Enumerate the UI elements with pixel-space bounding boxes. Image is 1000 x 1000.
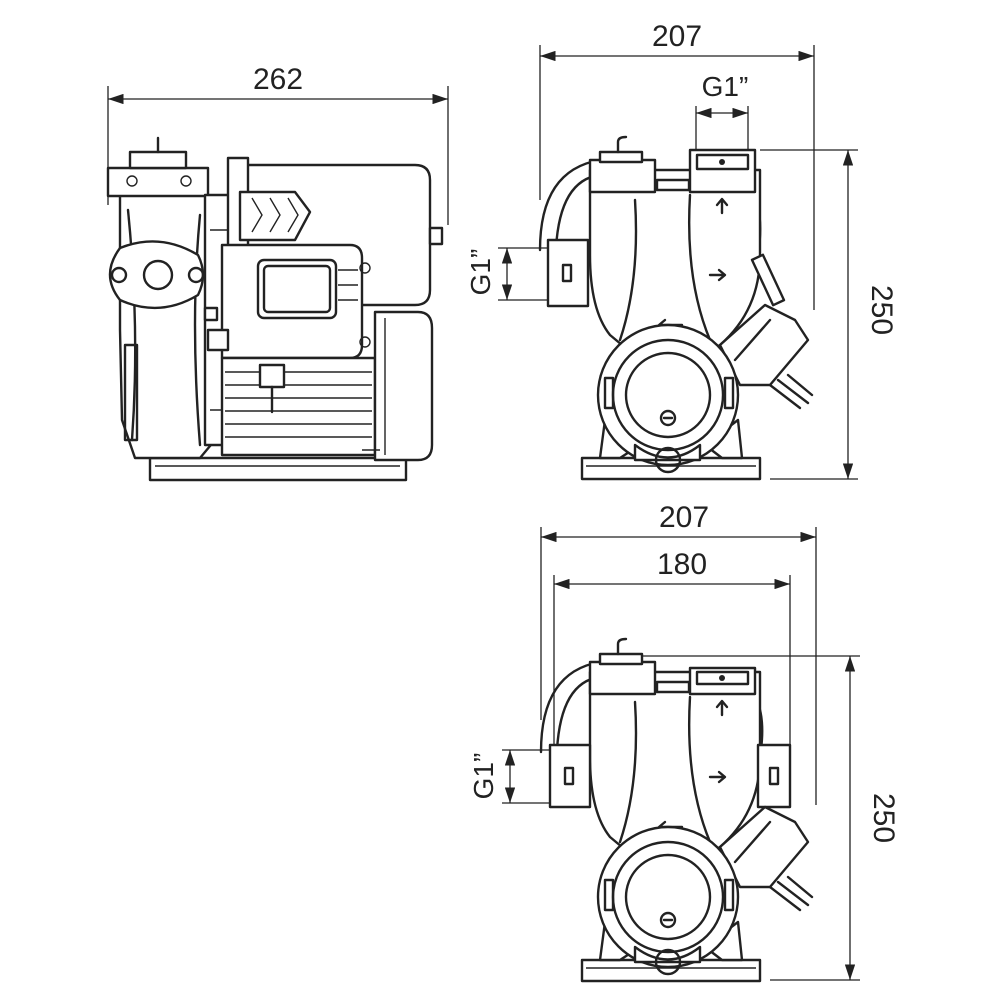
- inlet-thread-label: G1”: [465, 249, 496, 296]
- priming-port: [588, 158, 657, 194]
- width-label: 207: [652, 20, 702, 53]
- front-view-bottom: 207 180 G1” 250: [468, 501, 900, 983]
- inlet-port: [548, 743, 592, 809]
- dimension-inlet-thread: G1”: [468, 749, 552, 804]
- cooling-fins: [225, 371, 372, 438]
- side-port: [756, 743, 792, 809]
- motor-casing: [596, 825, 740, 969]
- terminal-box: [220, 243, 364, 360]
- priming-port: [588, 660, 657, 696]
- fan-cover: [373, 310, 434, 462]
- dimension-outlet-thread: G1”: [695, 71, 749, 150]
- side-view: 262: [106, 63, 449, 482]
- base-plate: [148, 456, 408, 482]
- front-view-top: 207 G1” G1” 250: [465, 20, 898, 481]
- dimension-width-180: 180: [553, 548, 791, 760]
- dimension-length-262: 262: [107, 63, 449, 225]
- inlet-port: [546, 238, 590, 308]
- height-label: 250: [867, 793, 900, 843]
- dimension-width-207: 207: [539, 20, 815, 310]
- base-width-label: 180: [657, 548, 707, 581]
- inlet-thread-label: G1”: [468, 753, 499, 800]
- dimension-height-250: 250: [760, 149, 898, 480]
- dimension-width-207: 207: [540, 501, 817, 805]
- outlet-thread-label: G1”: [702, 71, 749, 102]
- top-flange: [106, 166, 210, 198]
- pressure-switch: [718, 303, 810, 387]
- width-label: 207: [659, 501, 709, 534]
- inlet-flange: [108, 240, 205, 310]
- outlet-port: [688, 148, 757, 194]
- height-label: 250: [865, 285, 898, 335]
- pressure-switch: [718, 805, 810, 889]
- motor-casing: [596, 323, 740, 467]
- dimension-height-250: 250: [632, 655, 900, 981]
- pressure-switch: [238, 190, 312, 242]
- length-label: 262: [253, 63, 303, 96]
- dimension-inlet-thread: G1”: [465, 247, 550, 301]
